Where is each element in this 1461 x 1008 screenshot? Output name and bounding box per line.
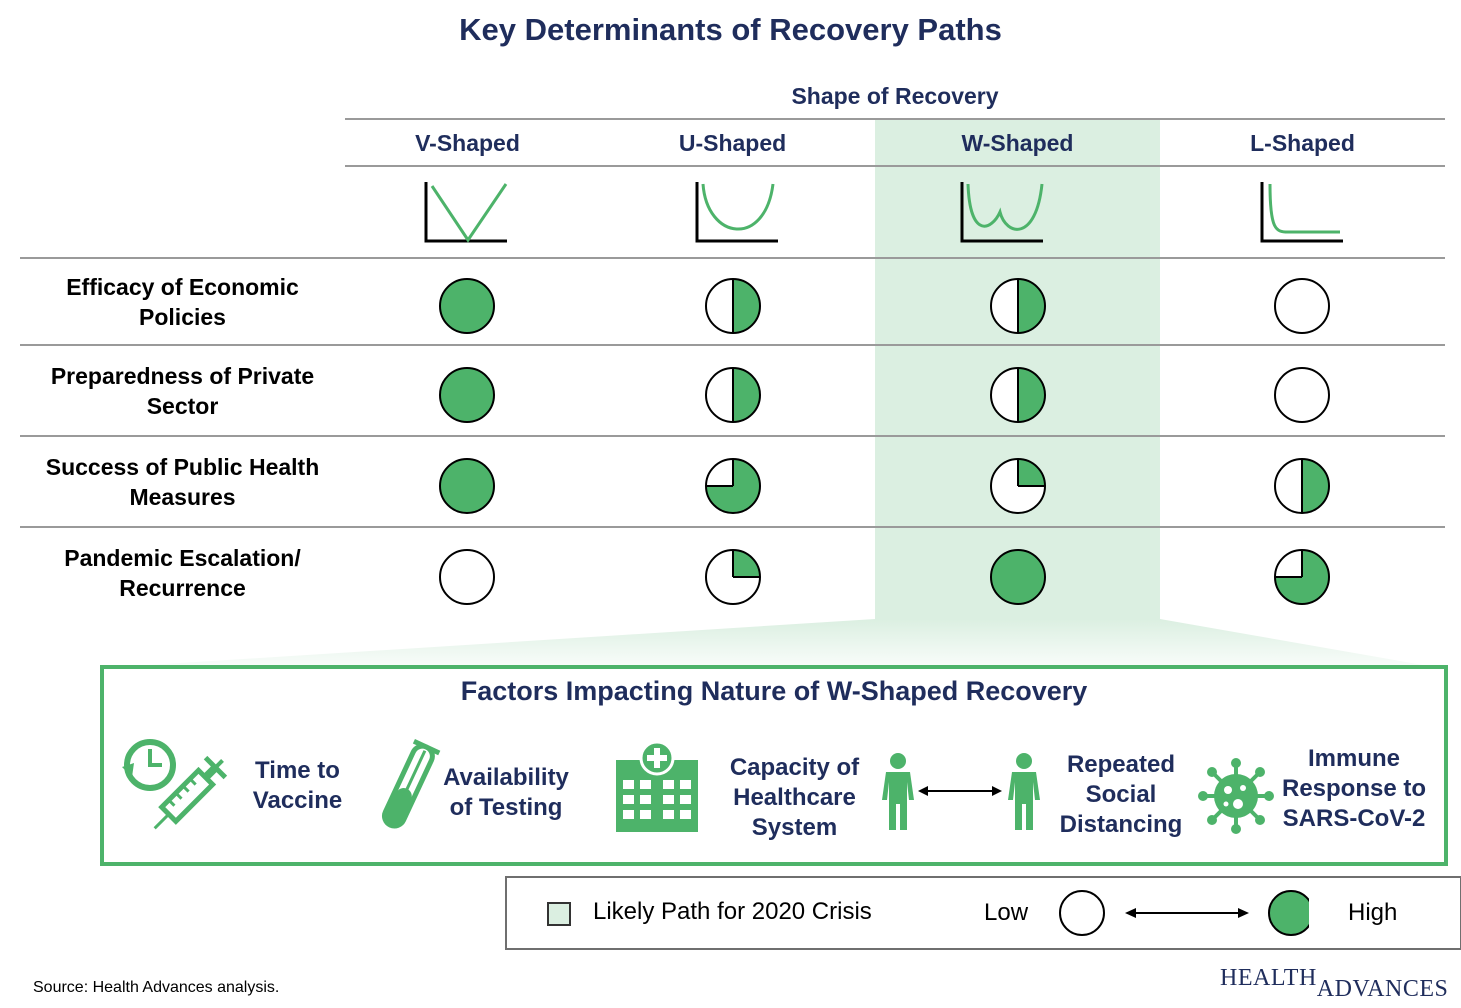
- harvey-ball: [439, 278, 495, 334]
- factor-social-distancing: Repeated Social Distancing: [1055, 750, 1187, 840]
- factor-text-line: of Testing: [449, 794, 563, 821]
- logo-part-health: HEALTH: [1220, 965, 1317, 991]
- row-label-line: Efficacy of Economic: [66, 274, 299, 300]
- harvey-ball: [990, 278, 1046, 334]
- harvey-ball: [990, 549, 1046, 605]
- row-label-line: Sector: [146, 393, 219, 419]
- factor-healthcare-capacity: Capacity of Healthcare System: [712, 753, 877, 843]
- column-label-w-shaped: W-Shaped: [961, 130, 1074, 156]
- w-shape-curve-icon: [960, 182, 1044, 243]
- harvey-ball: [1274, 278, 1330, 334]
- harvey-ball: [705, 367, 761, 423]
- legend-high-label: High: [1348, 899, 1398, 926]
- factor-availability-of-testing: Availability of Testing: [436, 763, 576, 823]
- factor-text-line: SARS-CoV-2: [1282, 805, 1426, 832]
- harvey-ball: [439, 549, 495, 605]
- factor-text-line: Response to: [1281, 775, 1427, 802]
- harvey-ball: [1274, 549, 1330, 605]
- factor-immune-response: Immune Response to SARS-CoV-2: [1275, 744, 1433, 834]
- legend-low-ball: [1059, 890, 1105, 936]
- legend-low-high-scale: [1059, 890, 1309, 936]
- header-top-rule: [345, 118, 1445, 120]
- legend-low-label: Low: [984, 899, 1029, 926]
- harvey-ball: [705, 549, 761, 605]
- factor-text-line: Healthcare: [733, 784, 856, 811]
- row-divider: [20, 257, 1445, 259]
- people-distancing-icon: [882, 753, 1040, 830]
- factor-text-line: System: [751, 814, 838, 841]
- harvey-ball: [990, 458, 1046, 514]
- factor-text-line: Repeated: [1066, 751, 1176, 778]
- clock-syringe-icon: [122, 739, 228, 830]
- u-shape-curve-icon: [695, 182, 778, 243]
- row-divider: [20, 435, 1445, 437]
- legend-high-ball: [1268, 890, 1309, 936]
- virus-icon: [1198, 758, 1274, 834]
- v-shape-curve-icon: [424, 182, 508, 243]
- factor-text-line: Capacity of: [729, 754, 860, 781]
- row-label-public-health: Success of Public Health Measures: [20, 452, 345, 512]
- harvey-ball: [1274, 458, 1330, 514]
- row-label-line: Recurrence: [119, 575, 246, 601]
- row-label-line: Policies: [139, 304, 226, 330]
- health-advances-logo: HEALTHADVANCES: [1220, 965, 1448, 1002]
- factor-text-line: Vaccine: [252, 787, 343, 814]
- row-label-pandemic-escalation: Pandemic Escalation/ Recurrence: [20, 543, 345, 603]
- row-label-economic-policies: Efficacy of Economic Policies: [20, 272, 345, 332]
- shape-of-recovery-header: Shape of Recovery: [791, 83, 999, 109]
- likely-path-swatch: [547, 902, 571, 926]
- column-label-l-shaped: L-Shaped: [1250, 130, 1355, 156]
- column-label-u-shaped: U-Shaped: [678, 130, 787, 156]
- harvey-ball: [439, 367, 495, 423]
- legend-likely-path: Likely Path for 2020 Crisis: [593, 898, 872, 925]
- header-bottom-rule: [345, 165, 1445, 167]
- harvey-ball: [705, 278, 761, 334]
- harvey-ball: [1274, 367, 1330, 423]
- column-label-v-shaped: V-Shaped: [415, 130, 520, 156]
- factors-box: [100, 665, 1448, 866]
- factor-text-line: Availability: [443, 764, 569, 791]
- row-label-private-sector: Preparedness of Private Sector: [20, 361, 345, 421]
- logo-part-advances: ADVANCES: [1316, 976, 1449, 1002]
- l-shape-curve-icon: [1260, 182, 1343, 243]
- harvey-ball: [705, 458, 761, 514]
- factor-text-line: Immune: [1307, 745, 1400, 772]
- factors-title: Factors Impacting Nature of W-Shaped Rec…: [460, 676, 1088, 706]
- factor-time-to-vaccine: Time to Vaccine: [235, 756, 360, 816]
- factor-text-line: Time to: [255, 757, 340, 784]
- row-label-line: Success of Public Health: [45, 454, 320, 480]
- row-divider: [20, 344, 1445, 346]
- page-title: Key Determinants of Recovery Paths: [459, 12, 1002, 47]
- factor-text-line: Social: [1085, 781, 1157, 808]
- row-divider: [20, 526, 1445, 528]
- row-label-line: Preparedness of Private: [50, 363, 315, 389]
- test-tube-icon: [381, 738, 441, 829]
- harvey-ball: [990, 367, 1046, 423]
- row-label-line: Measures: [129, 484, 236, 510]
- row-label-line: Pandemic Escalation/: [64, 545, 301, 571]
- highlight-funnel: [102, 619, 1440, 668]
- hospital-icon: [616, 740, 698, 832]
- factor-text-line: Distancing: [1059, 811, 1183, 838]
- source-note: Source: Health Advances analysis.: [33, 979, 280, 996]
- harvey-ball: [439, 458, 495, 514]
